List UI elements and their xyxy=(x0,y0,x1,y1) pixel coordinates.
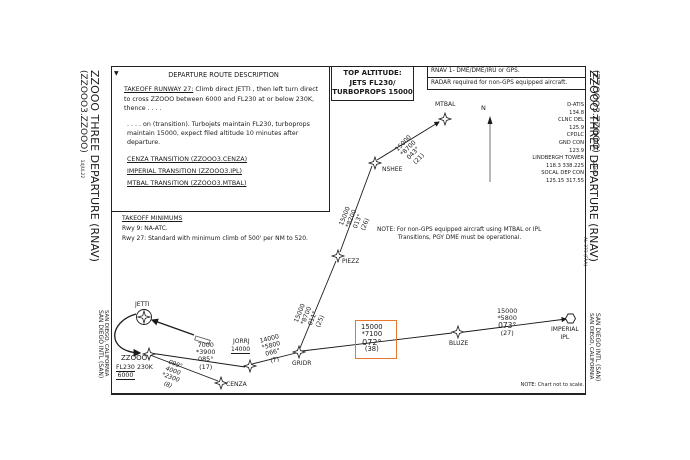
chart-frame xyxy=(111,66,586,395)
rnav-note-2: RADAR required for non-GPS equipped airc… xyxy=(431,80,568,86)
leg-course: 085° xyxy=(198,355,214,364)
leg-mea: 15000 xyxy=(497,307,518,315)
waypoint-zzooo-icon[interactable] xyxy=(141,346,157,362)
zzooo-alt-lower: 6000 xyxy=(116,372,135,380)
rnav-notes-box: RNAV 1- DME/DME/IRU or GPS. RADAR requir… xyxy=(427,66,586,90)
triangle-icon: ▼ xyxy=(114,70,119,77)
leg-distance: (17) xyxy=(199,362,213,371)
freq-tower-value: 118.3 338.225 xyxy=(546,162,584,169)
route-bluze-ipl xyxy=(463,316,567,333)
label-bluze: BLUZE xyxy=(449,340,469,347)
leg-moca: *3900 xyxy=(196,348,216,357)
route-zzooo-cenza xyxy=(149,354,219,382)
route-rwy-jetti xyxy=(150,318,195,336)
freq-datis-label: D-ATIS xyxy=(567,102,584,108)
north-label: N xyxy=(481,104,486,112)
description-header: DEPARTURE ROUTE DESCRIPTION xyxy=(168,71,279,79)
waypoint-gridr-icon[interactable] xyxy=(291,344,307,360)
freq-datis-value: 134.8 xyxy=(569,109,584,116)
route-nshee-mtbal xyxy=(376,121,440,161)
minimums-rwy9: Rwy 9: NA-ATC. xyxy=(122,225,168,233)
highlighted-leg-box xyxy=(355,320,397,359)
freq-clnc-value: 125.9 xyxy=(569,124,584,131)
leg-gridr-bluze: 15000 *7100 072° (38) xyxy=(361,323,383,354)
waypoint-bluze-icon[interactable] xyxy=(450,324,466,340)
route-jorrj-gridr xyxy=(251,352,297,365)
label-piezz: PIEZZ xyxy=(342,258,360,265)
leg-moca: *5800 xyxy=(497,314,517,323)
label-zzooo: ZZOOO xyxy=(121,354,148,362)
rnav-note-1: RNAV 1- DME/DME/IRU or GPS. xyxy=(428,66,586,78)
label-nshee: NSHEE xyxy=(382,166,403,173)
freq-gnd-label: GND CON xyxy=(558,139,584,146)
takeoff-runway-label: TAKEOFF RUNWAY 27: xyxy=(124,86,194,94)
freq-tower-label: LINDBERGH TOWER xyxy=(532,155,584,162)
scale-note: NOTE: Chart not to scale. xyxy=(520,382,584,388)
top-altitude-box: TOP ALTITUDE: JETS FL230/ TURBOPROPS 150… xyxy=(331,66,414,101)
top-altitude-line3: TURBOPROPS 15000 xyxy=(332,88,413,96)
leg-distance: (38) xyxy=(364,345,379,354)
gps-note-line1: NOTE: For non-GPS equipped aircraft usin… xyxy=(377,227,542,233)
waypoint-nshee-icon[interactable] xyxy=(367,155,383,171)
waypoint-mtbal-icon[interactable] xyxy=(437,111,453,127)
freq-dep-value: 125.15 317.55 xyxy=(546,177,584,184)
transition-cenza[interactable]: CENZA TRANSITION (ZZOOO3.CENZA) xyxy=(127,155,248,163)
waypoint-piezz-icon[interactable] xyxy=(330,248,346,264)
label-jetti: JETTI xyxy=(135,301,150,308)
frequencies-list: D-ATIS 134.8 CLNC DEL 125.9 CPDLC GND CO… xyxy=(532,102,584,186)
continuation-text: . . . . on (transition). Turbojets maint… xyxy=(127,120,310,147)
route-piezz-nshee xyxy=(339,165,373,253)
top-altitude-line2: JETS FL230/ xyxy=(349,78,396,87)
transition-mtbal[interactable]: MTBAL TRANSITION (ZZOOO3.MTBAL) xyxy=(127,179,247,187)
freq-dep-label: SOCAL DEP CON xyxy=(541,170,584,177)
waypoint-jetti-icon[interactable] xyxy=(136,309,152,325)
label-imperial: IMPERIAL IPL xyxy=(551,326,579,341)
jorrj-altitude: 14000 xyxy=(231,346,251,354)
route-gridr-bluze xyxy=(301,332,453,352)
leg-mea: 15000 xyxy=(361,323,383,331)
top-altitude-line1: TOP ALTITUDE: xyxy=(343,69,402,77)
departure-route-description: ▼ DEPARTURE ROUTE DESCRIPTION TAKEOFF RU… xyxy=(111,66,330,212)
label-mtbal: MTBAL xyxy=(435,101,456,108)
north-arrow-icon xyxy=(487,116,493,124)
leg-distance: (27) xyxy=(500,328,514,337)
leg-bluze-ipl: 15000 *5800 073° (27) xyxy=(497,307,518,337)
imperial-ident: IPL xyxy=(560,334,570,341)
imperial-name: IMPERIAL xyxy=(551,326,579,333)
zzooo-restriction: FL230 6000 xyxy=(116,364,135,380)
leg-course: 073° xyxy=(498,321,517,331)
freq-gnd-value: 123.9 xyxy=(569,147,584,154)
leg-course: 072° xyxy=(362,337,382,347)
takeoff-minimums: TAKEOFF MINIMUMS Rwy 9: NA-ATC. Rwy 27: … xyxy=(122,214,308,245)
route-zzooo-jorrj xyxy=(149,352,246,368)
freq-clnc-label: CLNC DEL xyxy=(558,117,584,124)
minimums-header: TAKEOFF MINIMUMS xyxy=(122,215,183,222)
vor-imperial-icon[interactable] xyxy=(564,313,577,324)
runway-icon xyxy=(194,335,211,345)
route-jetti-zzooo xyxy=(114,313,142,357)
label-cenza: CENZA xyxy=(226,381,247,388)
leg-mea: 7000 xyxy=(197,341,214,349)
transition-imperial[interactable]: IMPERIAL TRANSITION (ZZOOO3.IPL) xyxy=(127,167,242,175)
waypoint-jorrj-icon[interactable] xyxy=(242,358,258,374)
route-gridr-piezz xyxy=(299,260,337,349)
zzooo-alt-upper: FL230 xyxy=(116,364,135,372)
zzooo-speed: 230K xyxy=(137,364,153,371)
gps-note-line2: Transitions, PGY DME must be operational… xyxy=(398,235,522,242)
minimums-rwy27: Rwy 27: Standard with minimum climb of 5… xyxy=(122,235,308,243)
label-gridr: GRIDR xyxy=(292,360,312,367)
leg-zzooo-jorrj: 7000 *3900 085° (17) xyxy=(196,341,216,371)
waypoint-cenza-icon[interactable] xyxy=(213,375,229,391)
gps-note: NOTE: For non-GPS equipped aircraft usin… xyxy=(377,226,541,243)
freq-cpdlc-label: CPDLC xyxy=(566,132,584,139)
takeoff-text: Climb direct JETTI , then left turn dire… xyxy=(124,86,319,113)
leg-moca: *7100 xyxy=(361,330,383,339)
label-jorrj: JORRJ xyxy=(233,338,250,345)
